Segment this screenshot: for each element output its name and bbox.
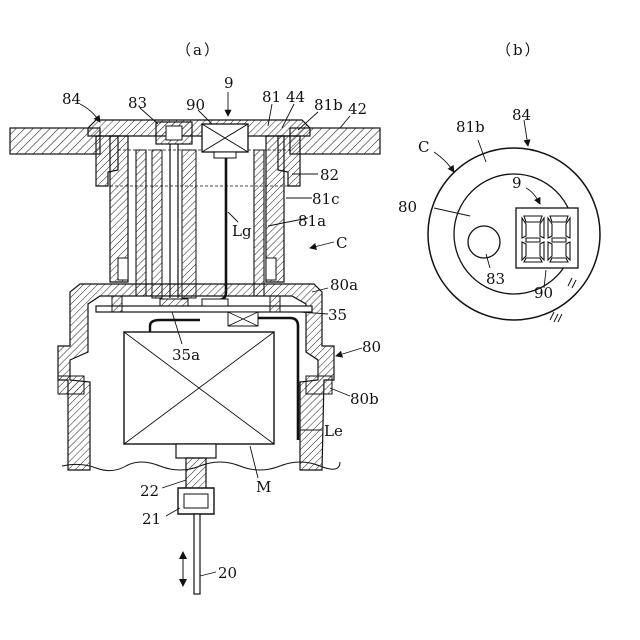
label-b-80: 80 [398,198,417,216]
label-35a: 35a [172,346,200,364]
figure-a: （a） [10,41,381,594]
screw-left [112,296,122,312]
rod-20 [194,514,200,594]
base-lip-80b [306,376,332,394]
connector [202,299,228,306]
label-42: 42 [348,100,367,118]
label-90: 90 [186,96,205,114]
label-b-c: C [418,138,429,156]
label-21: 21 [142,510,161,528]
label-b-81b: 81b [456,118,485,136]
screw-shaft-22 [186,458,206,490]
inner-tube-left [136,150,146,296]
flange-84 [88,120,310,136]
label-22: 22 [140,482,159,500]
label-80a: 80a [330,276,358,294]
button-83 [468,226,500,258]
label-b-83: 83 [486,270,505,288]
label-lg: Lg [232,222,252,240]
label-35: 35 [328,306,347,324]
thread-left [118,258,128,280]
label-b-84: 84 [512,106,531,124]
display-base [214,152,236,158]
wire-lg [214,158,226,300]
label-81c: 81c [312,190,340,208]
inner-tube-right [254,150,264,296]
button-cap-center [166,126,182,140]
label-80: 80 [362,338,381,356]
label-m: M [256,478,271,496]
shaft-guide [182,150,196,298]
screw-right [270,296,280,312]
base-lip-left [58,376,84,394]
label-9: 9 [224,74,234,92]
figure-b: （b） [398,41,600,322]
label-20: 20 [218,564,237,582]
label-81b: 81b [314,96,343,114]
label-82: 82 [320,166,339,184]
label-80b: 80b [350,390,379,408]
figure-a-title: （a） [176,41,221,59]
label-83: 83 [128,94,147,112]
label-81: 81 [262,88,281,106]
shaft-guide-left [152,150,162,298]
label-le: Le [324,422,343,440]
ceiling-plate-left [10,128,100,154]
label-c: C [336,234,347,252]
motor-shaft-base [176,444,216,458]
label-b-90: 90 [534,284,553,302]
thread-right [266,258,276,280]
label-81a: 81a [298,212,326,230]
label-44: 44 [286,88,305,106]
label-84: 84 [62,90,81,108]
switch-35a [160,299,188,306]
label-b-9: 9 [512,174,522,192]
coupling-inner [184,494,208,508]
figure-b-title: （b） [496,41,542,59]
